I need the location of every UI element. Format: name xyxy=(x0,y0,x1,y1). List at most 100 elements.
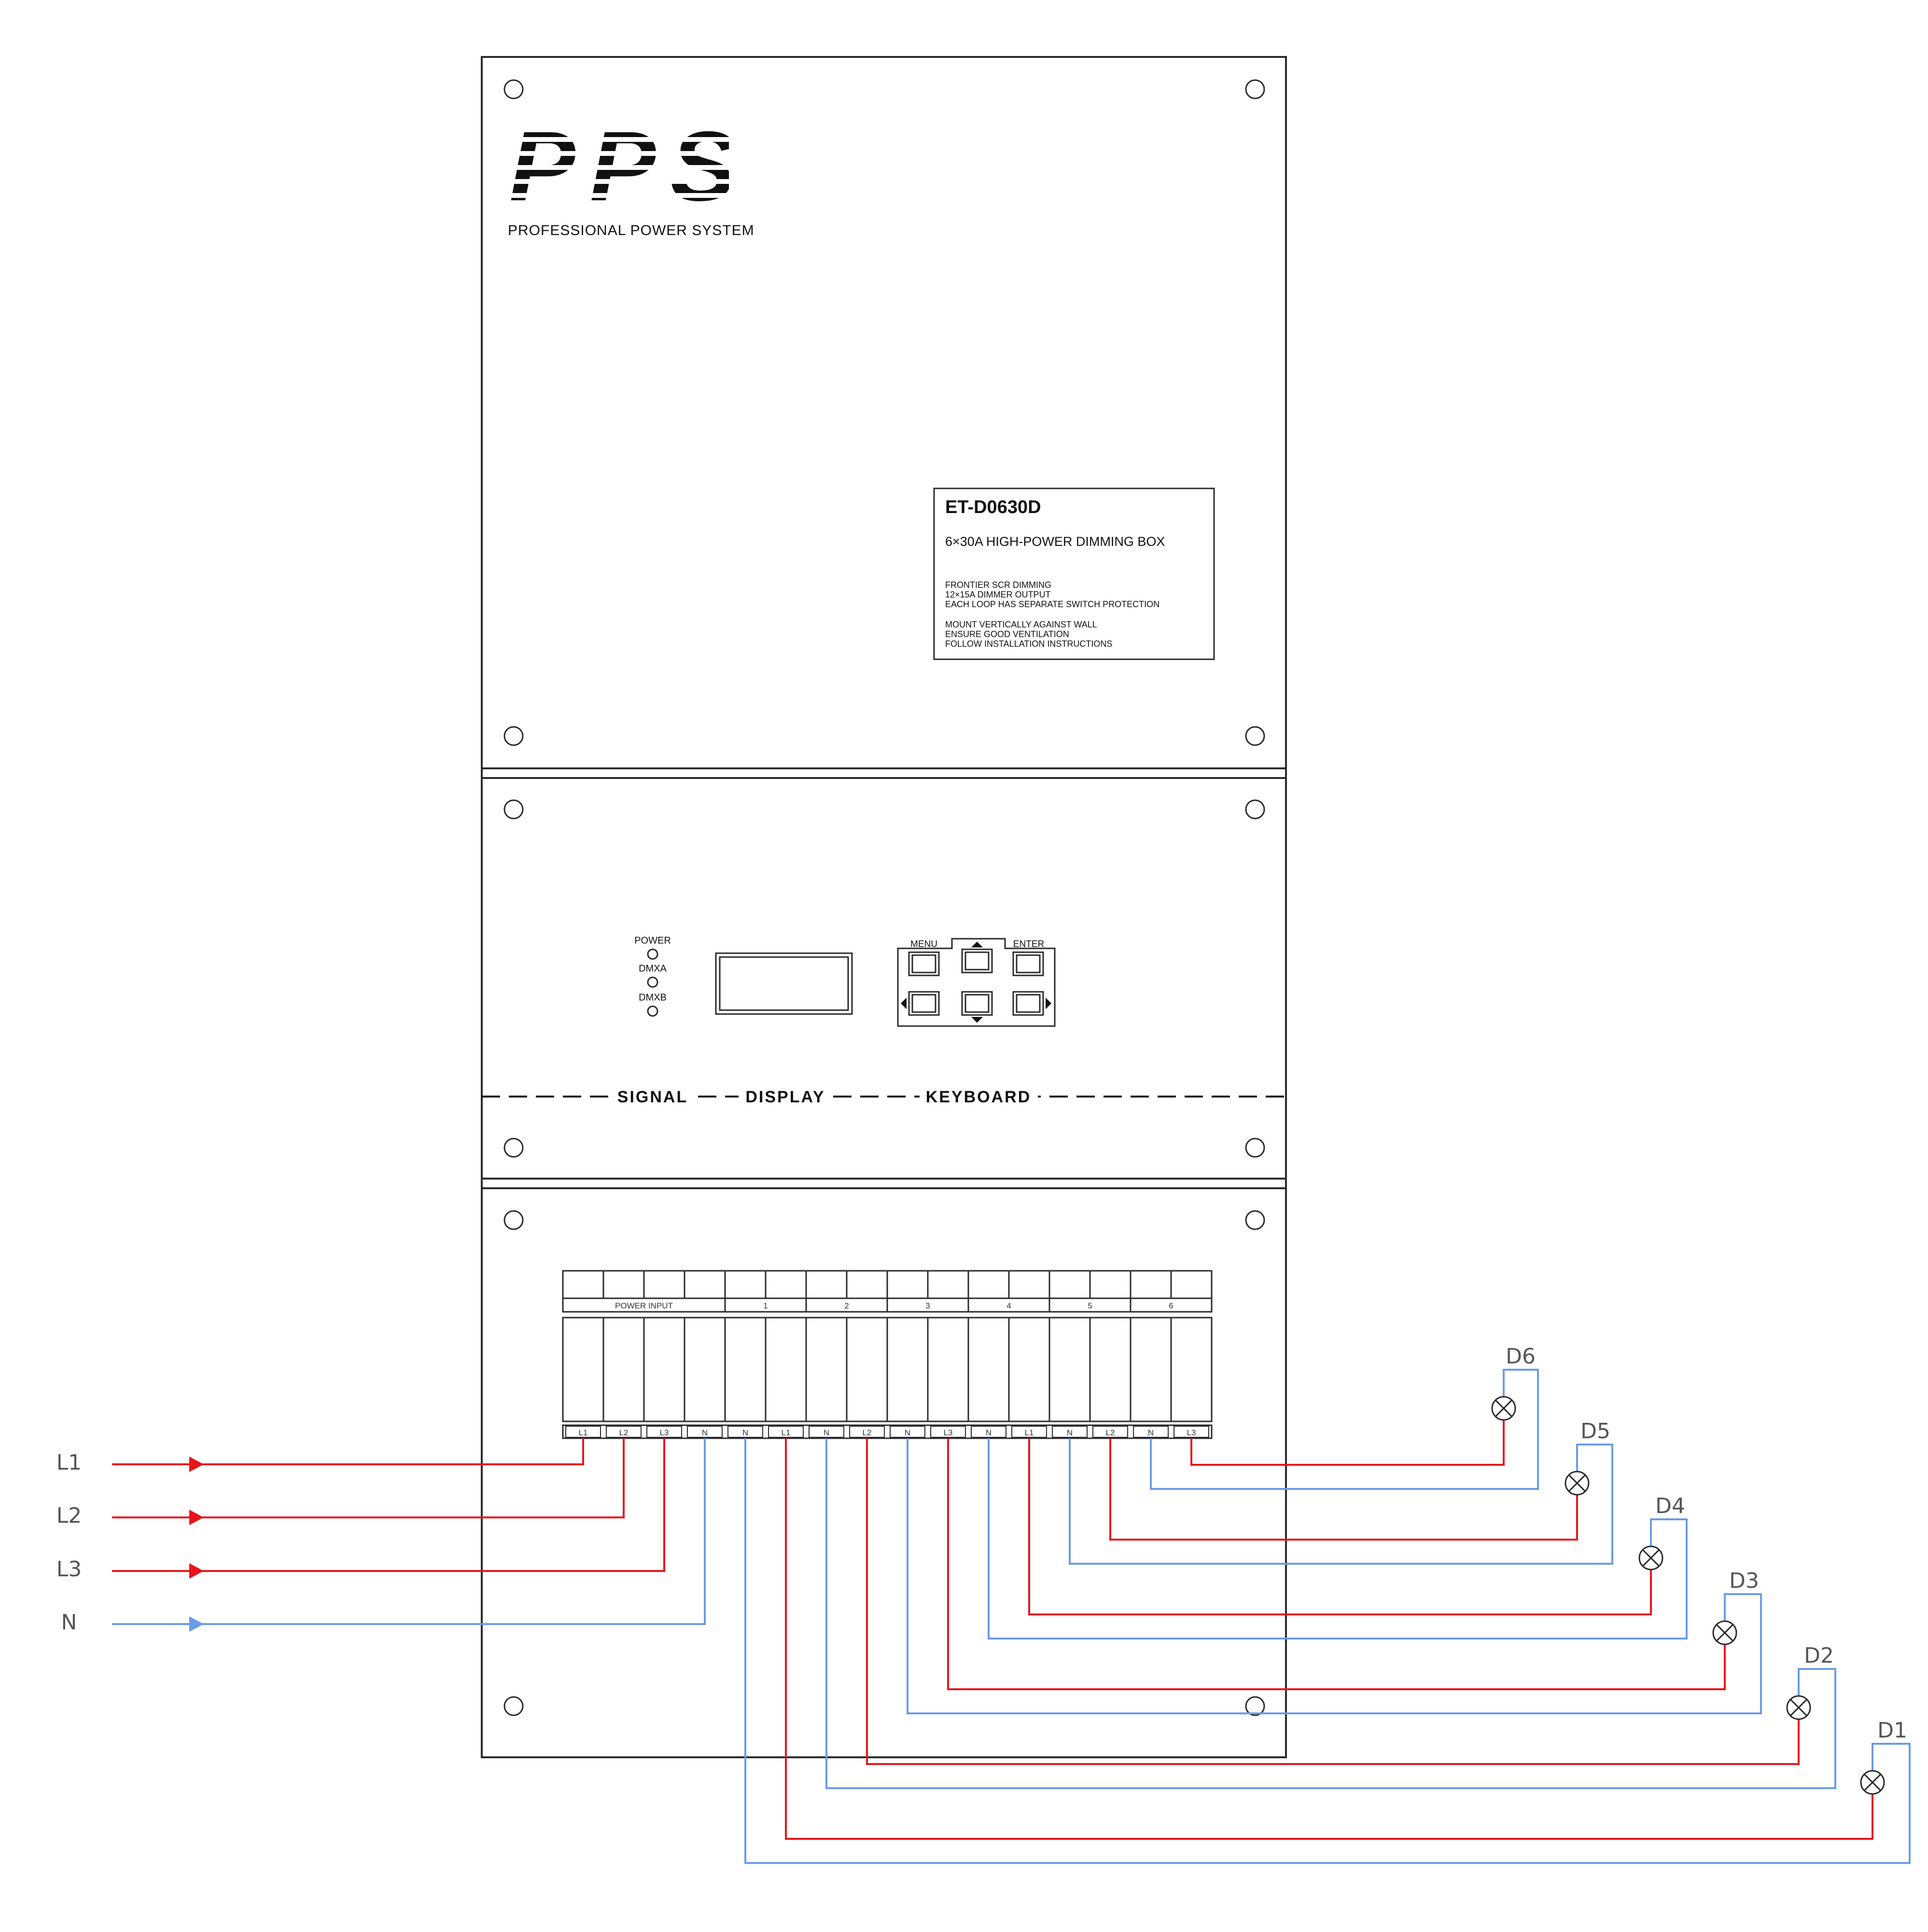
input-label-l3: L3 xyxy=(56,1557,82,1582)
breaker-switch[interactable] xyxy=(805,1317,848,1422)
screw-holes xyxy=(503,79,1265,1716)
terminal-label: N xyxy=(1067,1428,1073,1437)
terminal-cell xyxy=(727,1426,763,1438)
breaker-switch[interactable] xyxy=(1008,1317,1050,1422)
breaker-group-label: 4 xyxy=(1006,1301,1011,1310)
up-key[interactable] xyxy=(961,948,993,973)
breaker-top-cell xyxy=(562,1270,604,1299)
right-key[interactable] xyxy=(1012,991,1044,1016)
up-arrow-icon xyxy=(971,942,983,947)
load-label-d5: D5 xyxy=(1580,1419,1610,1444)
terminal-cell xyxy=(890,1426,925,1438)
screw-hole xyxy=(1245,726,1265,746)
feature-line: FRONTIER SCR DIMMING xyxy=(945,580,1051,590)
input-labels: L1 L2 L3 N xyxy=(56,1450,82,1635)
indicator-group: POWER DMXA DMXB xyxy=(634,935,671,1017)
left-key[interactable] xyxy=(908,991,940,1016)
breaker-top-cell xyxy=(805,1270,848,1299)
load-live-wire-d1 xyxy=(785,1438,1873,1840)
terminal-label: L3 xyxy=(660,1428,669,1437)
terminal-label: L3 xyxy=(944,1428,953,1437)
breaker-group-label: 1 xyxy=(763,1301,768,1310)
load-live-wire-d4 xyxy=(1028,1438,1652,1615)
model-number: ET-D0630D xyxy=(945,497,1041,517)
breaker-top-cell xyxy=(967,1270,1010,1299)
terminal-label: L1 xyxy=(579,1428,588,1437)
load-label-d2: D2 xyxy=(1804,1643,1834,1668)
breaker-switch[interactable] xyxy=(927,1317,969,1422)
terminal-cell xyxy=(971,1426,1006,1438)
terminal-label: N xyxy=(986,1428,992,1437)
keyboard-section-label: KEYBOARD xyxy=(926,1088,1032,1106)
terminal-cell xyxy=(565,1426,601,1438)
terminal-label: N xyxy=(1148,1428,1154,1437)
breaker-top-cell xyxy=(1130,1270,1172,1299)
breaker-switch[interactable] xyxy=(1048,1317,1091,1422)
load-live-wire-d6 xyxy=(1190,1420,1505,1466)
breaker-group-label: 5 xyxy=(1088,1301,1092,1310)
lamp-icon-cross xyxy=(1495,1399,1513,1418)
load-label-d1: D1 xyxy=(1877,1718,1907,1743)
power-led xyxy=(647,948,658,960)
terminal-cell xyxy=(1174,1426,1209,1438)
terminal-cell xyxy=(809,1426,844,1438)
instruction-line: MOUNT VERTICALLY AGAINST WALL xyxy=(945,620,1097,629)
screw-hole xyxy=(503,726,524,746)
terminal-label: L1 xyxy=(1025,1428,1034,1437)
breaker-top-cell xyxy=(927,1270,969,1299)
load-label-d6: D6 xyxy=(1506,1344,1536,1369)
terminal-cell xyxy=(930,1426,966,1438)
enter-key-label: ENTER xyxy=(1013,939,1044,949)
breaker-switch[interactable] xyxy=(684,1317,726,1422)
breaker-switch[interactable] xyxy=(602,1317,645,1422)
breaker-switch[interactable] xyxy=(643,1317,685,1422)
load-neutral-wire-d1 xyxy=(744,1438,1911,1864)
brand-tagline: PROFESSIONAL POWER SYSTEM xyxy=(508,222,754,238)
display-section-label: DISPLAY xyxy=(745,1088,825,1106)
screw-hole xyxy=(503,79,524,99)
left-key-inner xyxy=(911,994,936,1013)
breaker-top-cell xyxy=(1089,1270,1132,1299)
down-arrow-icon xyxy=(971,1017,983,1023)
breaker-switch[interactable] xyxy=(886,1317,929,1422)
load-live-wire-d3 xyxy=(947,1438,1726,1690)
flow-arrow-icon xyxy=(189,1457,204,1472)
product-subtitle: 6×30A HIGH-POWER DIMMING BOX xyxy=(945,534,1165,549)
breaker-switch[interactable] xyxy=(967,1317,1010,1422)
flow-arrow-icon xyxy=(189,1616,204,1632)
screw-hole xyxy=(1245,79,1265,99)
enclosure-outline xyxy=(481,56,1287,1758)
right-key-inner xyxy=(1016,994,1041,1013)
breaker-top-cell xyxy=(765,1270,807,1299)
product-label: ET-D0630D 6×30A HIGH-POWER DIMMING BOX F… xyxy=(933,487,1215,660)
breaker-top-cell xyxy=(724,1270,767,1299)
flow-arrow-icon xyxy=(189,1563,204,1579)
load-neutral-wire-d2 xyxy=(825,1438,1836,1789)
screw-hole xyxy=(1245,1138,1265,1158)
menu-key[interactable] xyxy=(908,951,940,976)
breaker-switch[interactable] xyxy=(846,1317,888,1422)
flow-arrow-icon xyxy=(189,1510,204,1525)
terminal-label: L2 xyxy=(1106,1428,1115,1437)
breaker-switch[interactable] xyxy=(562,1317,604,1422)
keypad-outline xyxy=(897,938,1056,1027)
breaker-switch[interactable] xyxy=(724,1317,767,1422)
breaker-switch[interactable] xyxy=(1170,1317,1213,1422)
breaker-switch[interactable] xyxy=(765,1317,807,1422)
indicator-label-dmxb: DMXB xyxy=(639,992,667,1003)
enter-key-inner xyxy=(1016,954,1041,973)
input-label-l2: L2 xyxy=(56,1503,82,1528)
breaker-switch[interactable] xyxy=(1130,1317,1172,1422)
indicator-label-power: POWER xyxy=(634,935,671,946)
breaker-top-cell xyxy=(846,1270,888,1299)
enter-key[interactable] xyxy=(1012,951,1044,976)
down-key[interactable] xyxy=(961,991,993,1016)
breaker-switch[interactable] xyxy=(1089,1317,1132,1422)
enclosure xyxy=(481,56,1287,1758)
breaker-group-label: 2 xyxy=(844,1301,849,1310)
load-neutral-wire-d4 xyxy=(988,1438,1688,1640)
signal-section-label: SIGNAL xyxy=(617,1088,688,1106)
screw-hole xyxy=(503,1696,524,1716)
